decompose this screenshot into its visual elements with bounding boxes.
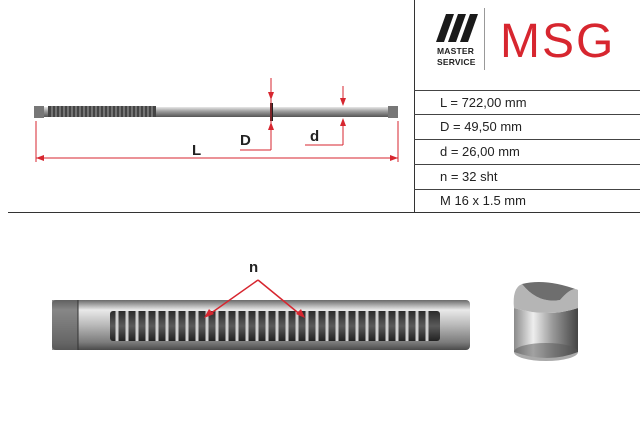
spec-row-divider — [414, 90, 640, 91]
dimension-label-L: L — [192, 142, 202, 159]
rack-end-left — [34, 106, 44, 118]
rack-bar-end — [52, 300, 78, 350]
spec-row-divider — [414, 164, 640, 165]
rack-teeth-small — [48, 106, 156, 117]
rack-end-right — [388, 106, 398, 118]
spec-big-diameter: D = 49,50 mm — [440, 119, 523, 134]
rack-closeup-drawing — [52, 279, 578, 361]
spec-thread: M 16 x 1.5 mm — [440, 193, 526, 208]
spec-panel-border — [414, 0, 415, 212]
rack-dimension-drawing — [34, 78, 399, 162]
spec-small-diameter: d = 26,00 mm — [440, 144, 520, 159]
brand-logo-msg: MSG — [500, 15, 616, 68]
spec-row-divider — [414, 114, 640, 115]
spec-row-divider — [414, 139, 640, 140]
logo-text-service: SERVICE — [437, 57, 476, 67]
rack-teeth-closeup — [110, 311, 440, 341]
teeth-count-label-n: n — [249, 259, 259, 276]
rack-sleeve — [513, 282, 578, 361]
logo-divider — [484, 8, 485, 70]
spec-row-divider — [414, 189, 640, 190]
spec-length: L = 722,00 mm — [440, 95, 527, 110]
dimension-label-D: D — [240, 132, 251, 149]
master-service-logo-icon — [436, 14, 478, 42]
spec-teeth-count: n = 32 sht — [440, 169, 498, 184]
top-divider — [8, 212, 640, 213]
dimension-label-d: d — [310, 128, 320, 145]
logo-text-master: MASTER — [437, 46, 475, 56]
rack-shaft — [36, 107, 398, 117]
